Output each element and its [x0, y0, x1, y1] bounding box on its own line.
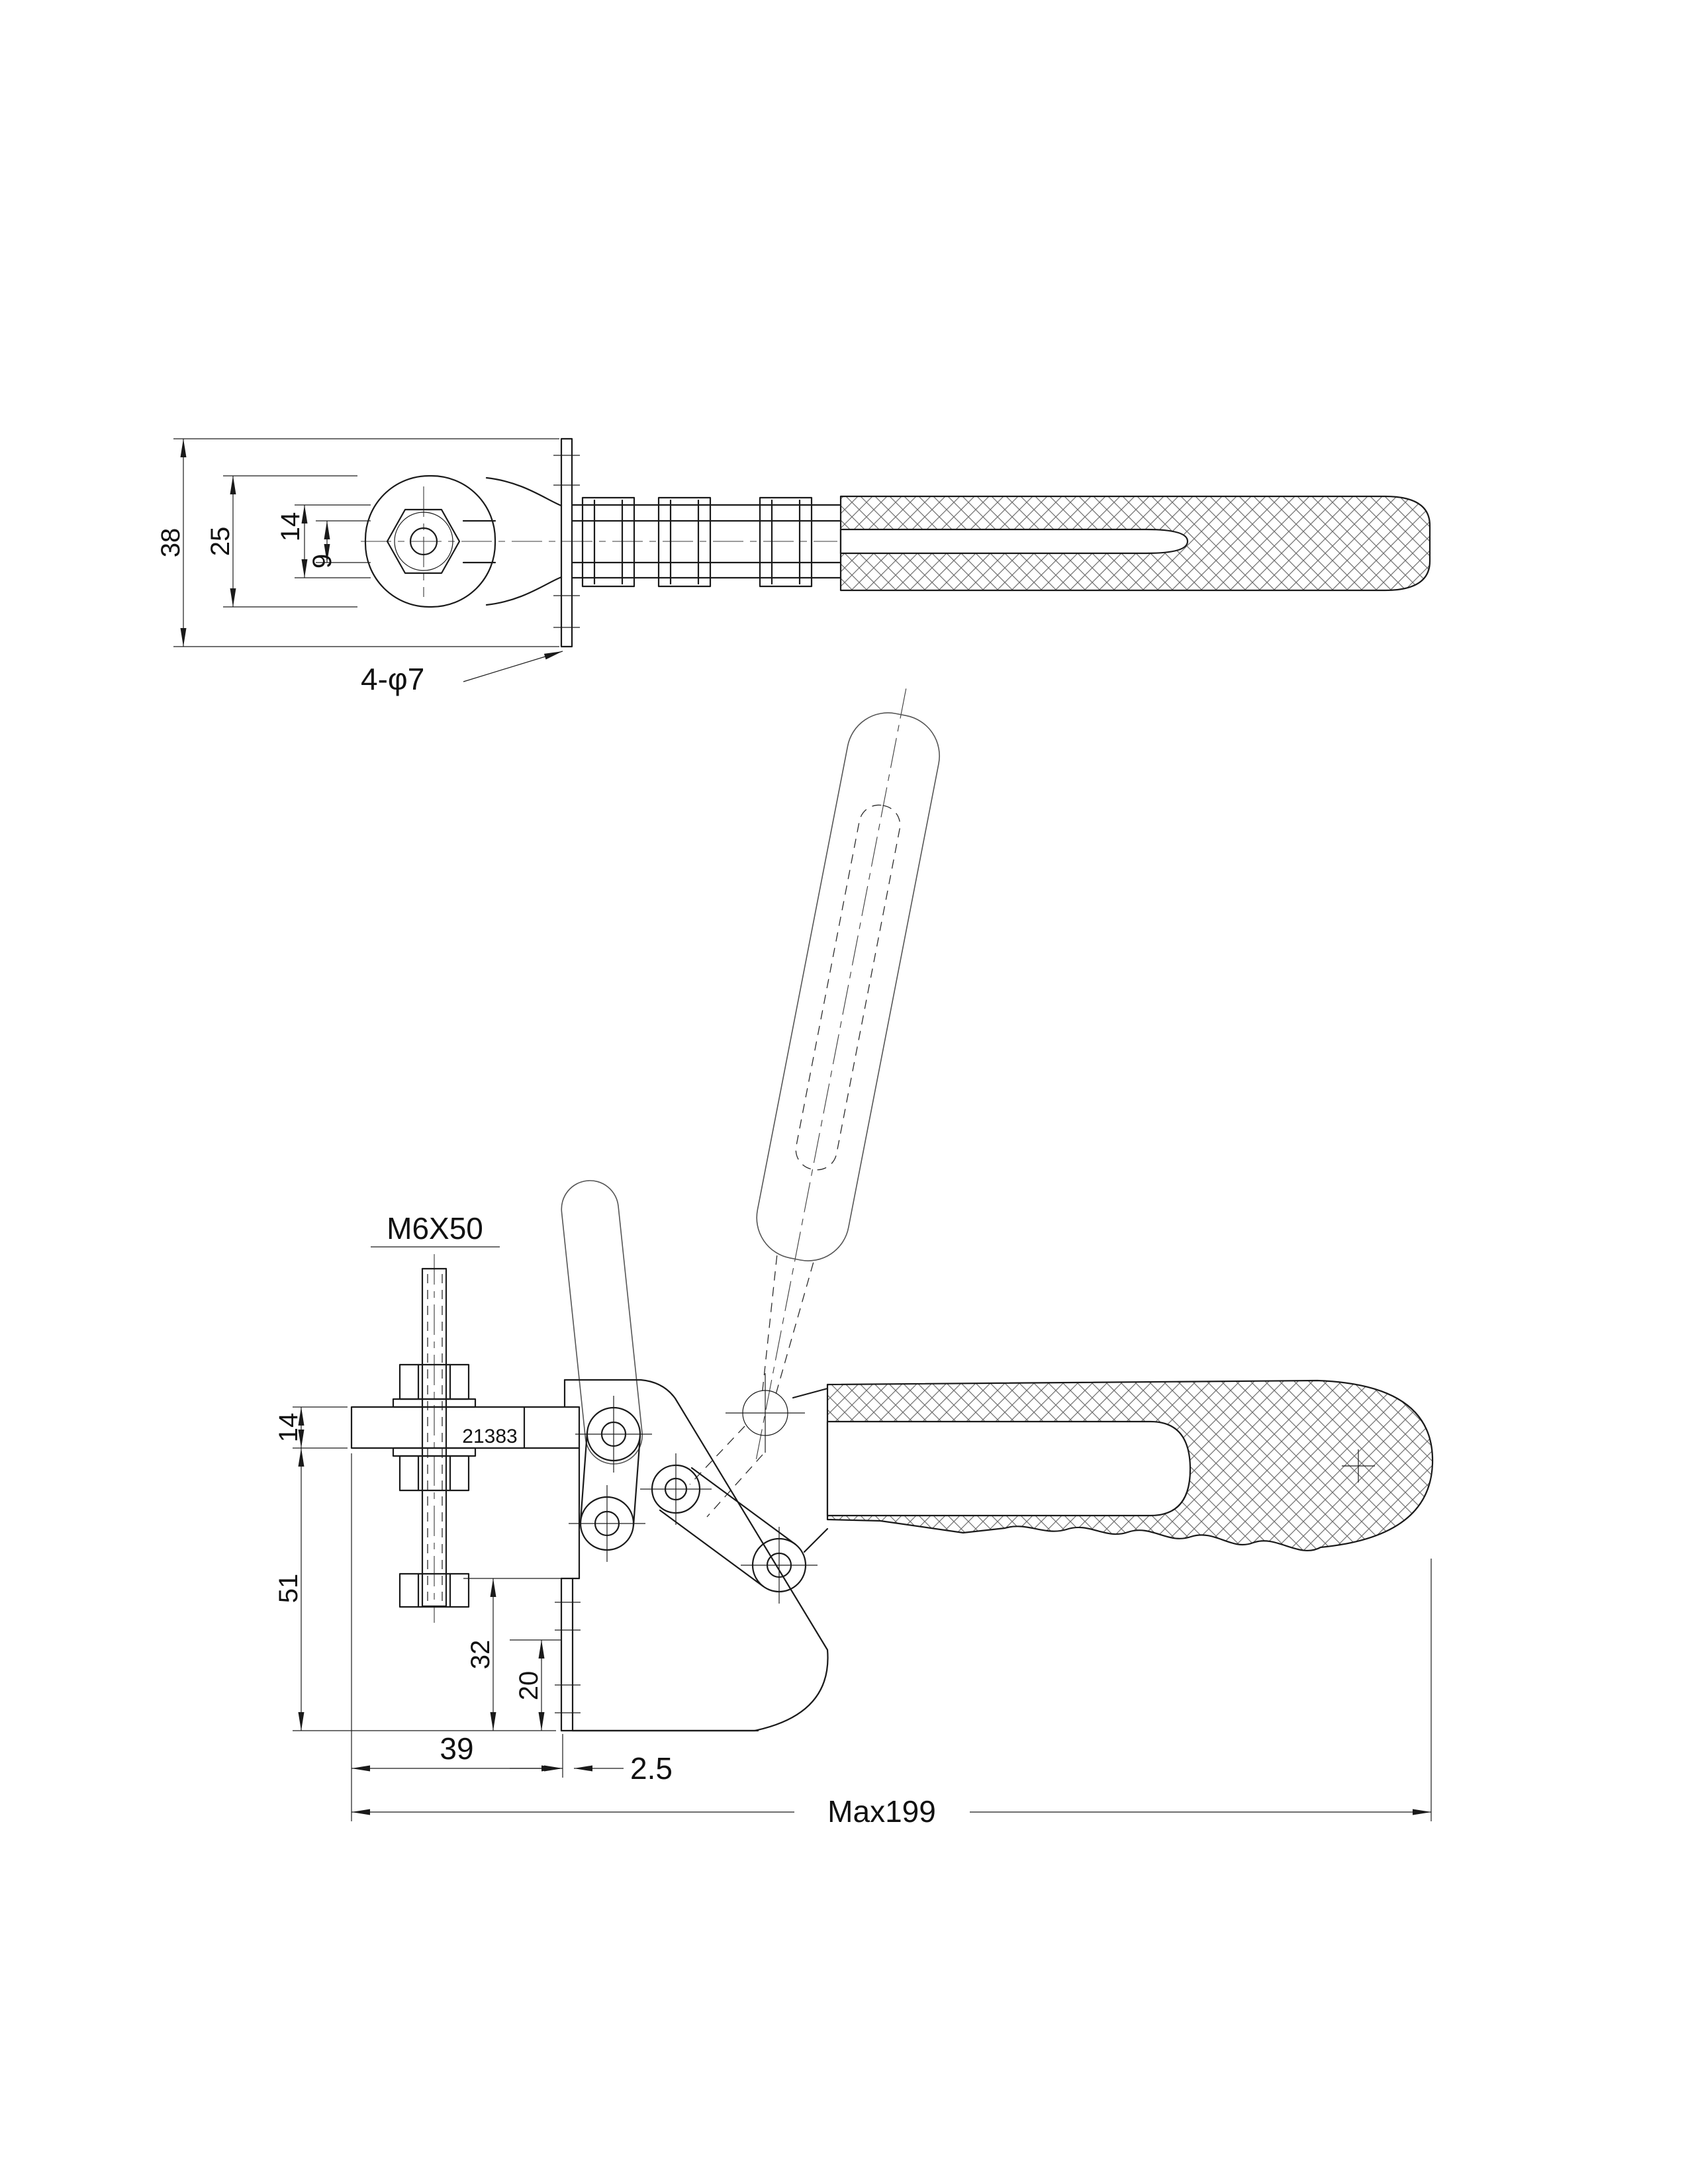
handle-closed [792, 1379, 1434, 1553]
spindle-nut-top [386, 508, 461, 574]
side-view-dimension-lines [298, 1407, 1431, 1815]
dim-38-label: 38 [156, 528, 185, 558]
dim-9-label: 9 [308, 554, 337, 569]
handle-top [839, 495, 1431, 592]
dim-32-label: 32 [466, 1640, 495, 1670]
part-number: 21383 [462, 1426, 517, 1447]
dim-2-5-label: 2.5 [630, 1751, 673, 1786]
dim-20-label: 20 [514, 1671, 543, 1701]
side-view-extension-lines [293, 1406, 1432, 1821]
top-view-extension-lines [173, 438, 559, 647]
phantom-links [689, 1426, 763, 1518]
dim-39-label: 39 [440, 1731, 473, 1766]
toggle-links [579, 1431, 796, 1588]
pivot-rivets [569, 1373, 818, 1604]
side-view: M6X50 21383 [274, 688, 1434, 1829]
handle-open-phantom [755, 688, 940, 1465]
holes-label: 4-φ7 [361, 662, 424, 696]
arm-open-phantom [561, 1180, 643, 1465]
dim-14-top-label: 14 [276, 512, 305, 542]
mounting-flange-top [553, 437, 580, 648]
dim-25-label: 25 [206, 527, 235, 557]
dim-max199-label: Max199 [827, 1794, 936, 1829]
end-nut [399, 1572, 470, 1608]
lower-washer [392, 1447, 477, 1457]
lower-nut [399, 1455, 470, 1492]
clamp-arm-top [364, 475, 563, 608]
clamp-arm-side [350, 1406, 581, 1449]
clamp-body [555, 1379, 829, 1732]
top-view-centerlines [361, 486, 837, 597]
linkage-top [571, 496, 842, 588]
top-view: 38 25 14 9 4-φ7 [156, 437, 1431, 696]
dim-51-label: 51 [274, 1574, 303, 1604]
spindle-bolt [392, 1254, 477, 1623]
top-view-dimension-lines [180, 439, 563, 682]
thread-label: M6X50 [387, 1211, 483, 1246]
dim-14-side-label: 14 [274, 1413, 303, 1443]
